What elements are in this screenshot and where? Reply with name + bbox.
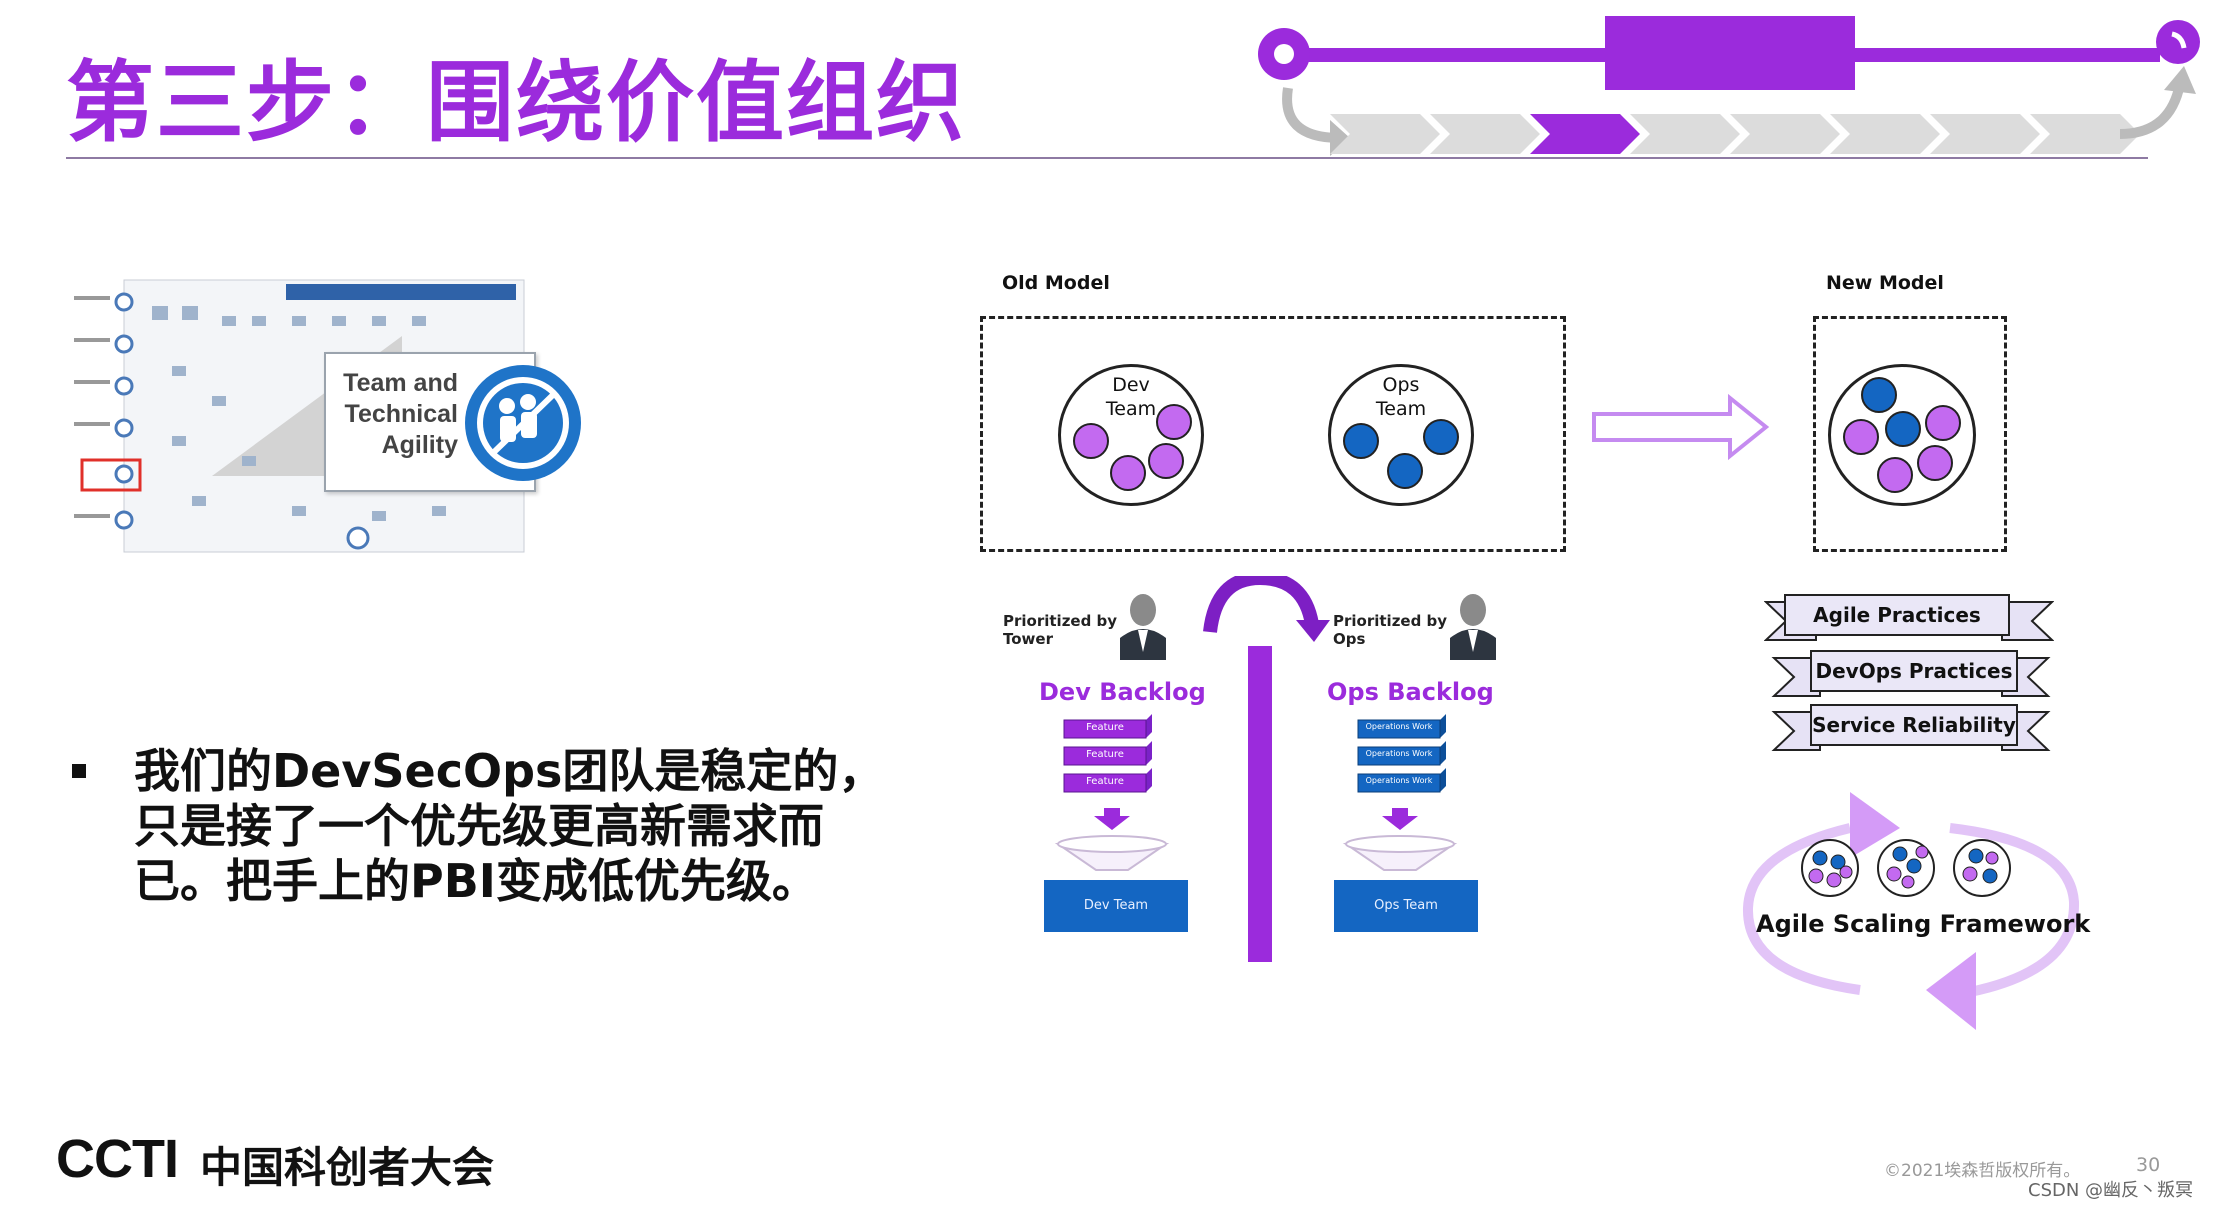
ops-item: Operations Work bbox=[1365, 749, 1433, 758]
cycle-arrow-top-icon bbox=[1850, 792, 1900, 858]
ops-prioritized-line: Prioritized by bbox=[1333, 612, 1448, 630]
dev-backlog-stack bbox=[1063, 714, 1152, 793]
priority-swap-graphic bbox=[1203, 576, 1330, 962]
dev-team-label: Team bbox=[1105, 398, 1157, 420]
gear-people-icon bbox=[465, 365, 581, 481]
ribbon-agile-practices: Agile Practices bbox=[1784, 594, 2010, 636]
dev-item: Feature bbox=[1086, 749, 1124, 760]
old-model-box bbox=[980, 316, 1566, 552]
page-title: 第三步：围绕价值组织 bbox=[66, 51, 967, 154]
title-divider bbox=[66, 157, 2148, 159]
curve-arrow-right-icon bbox=[2119, 82, 2185, 139]
conference-name: 中国科创者大会 bbox=[200, 1143, 495, 1192]
card-line: Agility bbox=[381, 431, 458, 459]
dev-backlog-title: Dev Backlog bbox=[1039, 678, 1206, 706]
dev-team-circle: Dev Team bbox=[1058, 364, 1204, 506]
dev-team-label: Dev bbox=[1112, 374, 1150, 396]
curved-arrow-icon bbox=[1203, 576, 1319, 633]
framework-thumbnail: Team and Technical Agility bbox=[72, 276, 581, 558]
progress-end-dot bbox=[2156, 20, 2200, 64]
funnel-icon bbox=[1342, 808, 1458, 871]
progress-graphic bbox=[1258, 16, 2200, 156]
ribbon-devops-practices: DevOps Practices bbox=[1810, 650, 2018, 692]
card-line: Technical bbox=[344, 400, 458, 428]
ops-prioritized-line: Ops bbox=[1333, 630, 1366, 648]
card-line: Team and bbox=[343, 369, 458, 397]
ops-item: Operations Work bbox=[1365, 722, 1433, 731]
right-arrow-icon bbox=[1592, 393, 1770, 461]
team-agility-card: Team and Technical Agility bbox=[324, 352, 581, 492]
csdn-watermark: CSDN @幽反丶叛冥 bbox=[2028, 1180, 2194, 1201]
new-model-label: New Model bbox=[1826, 272, 1944, 294]
dev-prioritized-line: Tower bbox=[1003, 630, 1053, 648]
framework-label: Agile Scaling Framework bbox=[1756, 910, 2091, 938]
dev-prioritized-line: Prioritized by bbox=[1003, 612, 1118, 630]
person-icon bbox=[1120, 594, 1166, 660]
progress-current-block bbox=[1605, 16, 1855, 90]
ops-backlog-stack bbox=[1357, 714, 1446, 793]
dev-prioritized-label: Prioritized by Tower bbox=[1003, 612, 1117, 648]
scaling-cycle-graphic bbox=[1742, 792, 2080, 1030]
funnel-icon bbox=[1054, 808, 1170, 871]
ops-backlog-title: Ops Backlog bbox=[1327, 678, 1494, 706]
dev-item: Feature bbox=[1086, 722, 1124, 733]
dev-item: Feature bbox=[1086, 776, 1124, 787]
curve-arrow-left-icon bbox=[1282, 87, 1341, 143]
old-model-label: Old Model bbox=[1002, 272, 1110, 294]
ops-team-label: Team bbox=[1375, 398, 1427, 420]
person-icon bbox=[1450, 594, 1496, 660]
ccti-logo: CCTI bbox=[56, 1129, 179, 1189]
new-model-box bbox=[1813, 316, 2007, 552]
ribbon-service-reliability: Service Reliability bbox=[1810, 704, 2018, 746]
bullet-marker bbox=[72, 764, 86, 778]
copyright-text: ©2021埃森哲版权所有。 bbox=[1884, 1161, 2081, 1181]
page-number: 30 bbox=[2136, 1154, 2161, 1176]
ops-prioritized-label: Prioritized by Ops bbox=[1333, 612, 1447, 648]
bullet-text: 我们的DevSecOps团队是稳定的，只是接了一个优先级更高新需求而已。把手上的… bbox=[134, 744, 885, 908]
divider-bar bbox=[1248, 646, 1272, 962]
ops-item: Operations Work bbox=[1365, 776, 1433, 785]
progress-chevron-active bbox=[1530, 114, 1640, 154]
highlight-box bbox=[80, 458, 142, 492]
ops-team-circle: Ops Team bbox=[1328, 364, 1474, 506]
dev-team-box: Dev Team bbox=[1044, 880, 1188, 932]
progress-chevrons bbox=[1330, 114, 2140, 154]
cycle-arrow-bottom-icon bbox=[1926, 952, 1976, 1030]
ops-team-label: Ops bbox=[1382, 374, 1420, 396]
ops-team-box: Ops Team bbox=[1334, 880, 1478, 932]
merged-team-circle bbox=[1828, 364, 1976, 506]
